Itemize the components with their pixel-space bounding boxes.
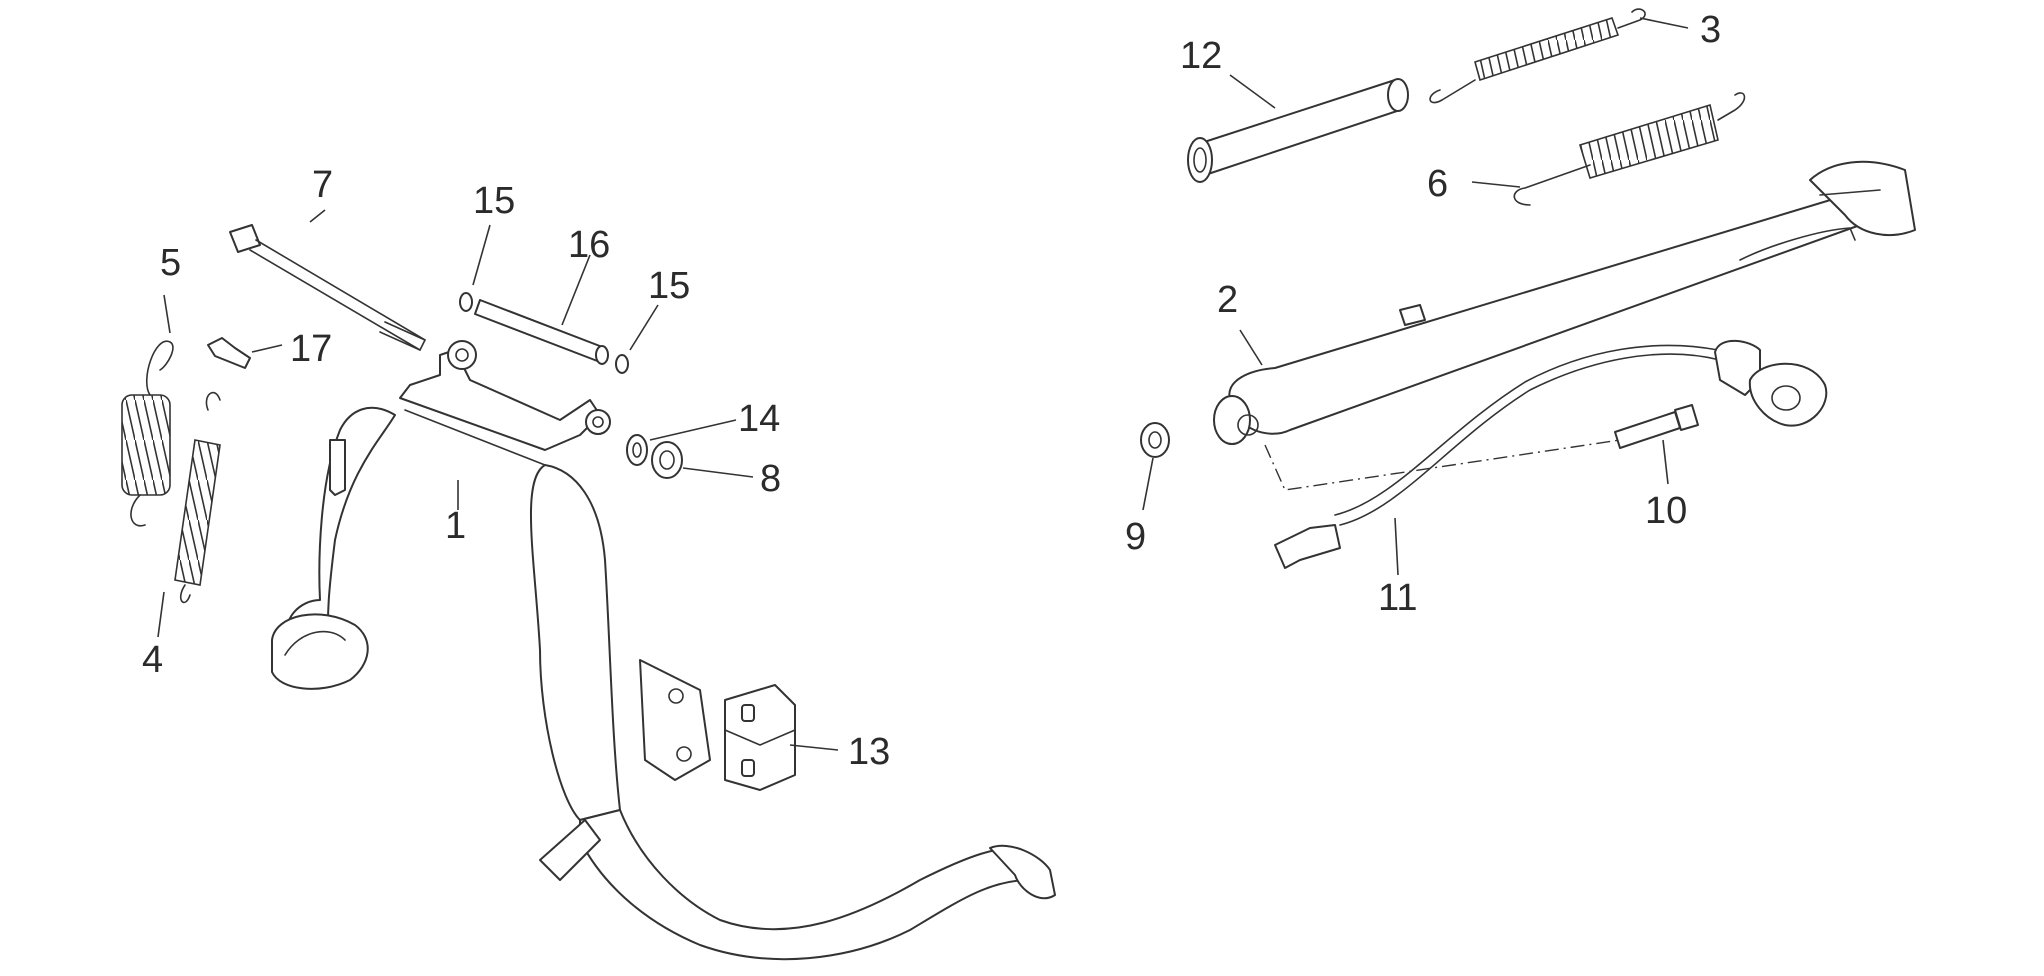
callout-9: 9 — [1125, 516, 1146, 558]
bolt-axis-line — [1264, 439, 1621, 491]
callout-16: 16 — [568, 224, 610, 266]
sensor-cable — [1274, 339, 1828, 569]
callout-12: 12 — [1180, 35, 1222, 77]
callout-13: 13 — [848, 731, 890, 773]
sleeve-tube — [1187, 78, 1409, 183]
side-stand-nut — [1140, 422, 1170, 458]
callout-7: 7 — [312, 164, 333, 206]
callout-5: 5 — [160, 242, 181, 284]
washer-and-nut — [626, 434, 683, 479]
spring-left-lower — [174, 391, 221, 604]
callout-1: 1 — [445, 505, 466, 547]
callout-8: 8 — [760, 458, 781, 500]
side-stand — [1213, 160, 1916, 445]
small-bolt — [207, 337, 251, 369]
callout-4: 4 — [142, 639, 163, 681]
callout-15-right: 15 — [648, 265, 690, 307]
pivot-pin — [459, 292, 629, 374]
leader-lines — [157, 17, 1689, 751]
callout-11: 11 — [1378, 577, 1417, 619]
callout-2: 2 — [1217, 279, 1238, 321]
rubber-block — [724, 684, 796, 791]
callout-labels: 1 2 3 4 5 6 7 8 9 10 11 12 13 14 15 15 1… — [142, 9, 1721, 773]
callout-17: 17 — [290, 328, 332, 370]
side-stand-bolt — [1614, 404, 1699, 449]
center-stand — [271, 340, 1056, 961]
spring-right-upper — [1429, 8, 1646, 104]
callout-10: 10 — [1645, 490, 1687, 532]
long-bolt — [229, 224, 426, 351]
callout-15-left: 15 — [473, 180, 515, 222]
callout-14: 14 — [738, 398, 780, 440]
spring-left-upper — [121, 340, 174, 527]
spring-right-lower — [1513, 92, 1746, 206]
callout-3: 3 — [1700, 9, 1721, 51]
callout-6: 6 — [1427, 163, 1448, 205]
